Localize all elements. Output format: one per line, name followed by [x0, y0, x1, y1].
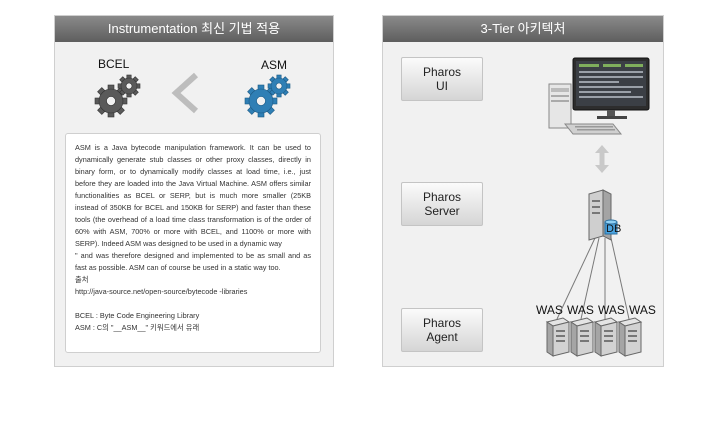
note-bcel: BCEL : Byte Code Engineering Library — [75, 311, 200, 320]
double-arrow-icon — [595, 145, 609, 173]
panel-title: 3-Tier 아키텍처 — [383, 16, 663, 42]
instrumentation-panel: Instrumentation 최신 기법 적용 BCEL ASM — [54, 15, 334, 367]
was-label-2: WAS — [567, 303, 594, 317]
chevron-left-icon — [171, 72, 199, 114]
panel-title: Instrumentation 최신 기법 적용 — [55, 16, 333, 42]
was-label-4: WAS — [629, 303, 656, 317]
bcel-gear-icon — [88, 70, 145, 124]
database-icon — [604, 219, 618, 235]
asm-description-box: ASM is a Java bytecode manipulation fram… — [65, 133, 321, 353]
source-label: 출처 — [75, 275, 89, 284]
db-label: DB — [606, 223, 622, 235]
was-label-3: WAS — [598, 303, 625, 317]
asm-label: ASM — [261, 58, 288, 72]
workstation-icon — [548, 57, 650, 135]
source-url: http://java-source.net/open-source/bytec… — [75, 287, 248, 296]
note-asm: ASM : C의 "__ASM__" 키워드에서 유래 — [75, 323, 200, 332]
asm-description: ASM is a Java bytecode manipulation fram… — [75, 143, 311, 248]
asm-description-continued: " and was therefore designed and impleme… — [75, 251, 311, 272]
was-servers-icon — [546, 317, 642, 357]
was-label-1: WAS — [536, 303, 563, 317]
server-cluster-diagram — [556, 189, 630, 320]
bcel-label: BCEL — [98, 57, 130, 71]
asm-gear-icon — [238, 70, 295, 124]
